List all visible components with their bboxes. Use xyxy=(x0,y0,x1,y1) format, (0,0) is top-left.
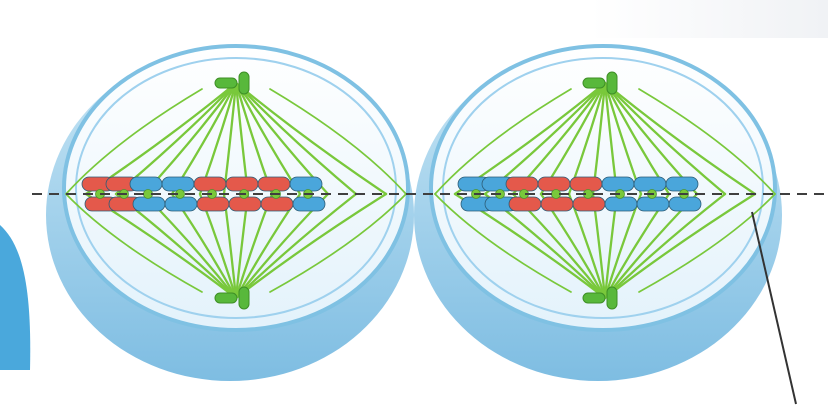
chromatid xyxy=(604,196,638,212)
spindle-fiber xyxy=(603,81,727,196)
centrosome-centriole xyxy=(238,286,250,310)
left-chromosomes xyxy=(81,176,326,212)
chromatid xyxy=(508,196,542,212)
chromatid xyxy=(668,196,702,212)
chromatid xyxy=(260,196,294,212)
centrosome-centriole xyxy=(214,77,238,89)
spindle-fiber xyxy=(434,193,572,293)
centrosome-centriole xyxy=(606,71,618,95)
spindle-fiber xyxy=(434,88,572,195)
centrosome-centriole xyxy=(606,286,618,310)
centrosome-centriole xyxy=(582,77,606,89)
left-centrosome-bottom xyxy=(214,286,250,310)
chromatid xyxy=(537,176,571,192)
spindle-fiber xyxy=(234,81,388,196)
pointer-line xyxy=(751,211,797,405)
chromatid xyxy=(164,196,198,212)
spindle-fiber xyxy=(603,192,727,300)
spindle-fiber xyxy=(603,192,757,300)
spindle-fiber xyxy=(269,88,407,195)
chromatid xyxy=(601,176,635,192)
right-centrosome-bottom xyxy=(582,286,618,310)
centrosome-centriole xyxy=(238,71,250,95)
left-cell xyxy=(46,44,414,381)
chromatid xyxy=(196,196,230,212)
chromatid xyxy=(225,176,259,192)
chromatid xyxy=(132,196,166,212)
chromatid xyxy=(129,176,163,192)
spindle-fiber xyxy=(65,193,203,293)
chromatid xyxy=(505,176,539,192)
spindle-fiber xyxy=(638,193,776,293)
chromatid xyxy=(228,196,262,212)
spindle-fiber xyxy=(65,88,203,195)
chromatid xyxy=(257,176,291,192)
chromatid xyxy=(569,176,603,192)
right-chromosomes xyxy=(457,176,702,212)
centrosome-centriole xyxy=(582,292,606,304)
chromatid xyxy=(193,176,227,192)
right-cell xyxy=(414,44,782,381)
right-cell-inner-rim xyxy=(442,57,764,319)
chromatid xyxy=(540,196,574,212)
chromatid xyxy=(292,196,326,212)
spindle-fiber xyxy=(234,192,388,300)
spindle-fiber xyxy=(603,81,757,196)
left-cell-inner-rim xyxy=(75,57,397,319)
chromatid xyxy=(636,196,670,212)
top-band xyxy=(590,0,828,38)
right-centrosome-top xyxy=(582,71,618,95)
chromatid xyxy=(161,176,195,192)
spindle-fiber xyxy=(269,193,407,293)
side-arc xyxy=(0,225,31,370)
centrosome-centriole xyxy=(214,292,238,304)
spindle-fiber xyxy=(638,88,776,195)
left-centrosome-top xyxy=(214,71,250,95)
chromatid xyxy=(633,176,667,192)
spindle-fiber xyxy=(234,81,358,196)
chromatid xyxy=(289,176,323,192)
chromatid xyxy=(572,196,606,212)
chromatid xyxy=(665,176,699,192)
spindle-fiber xyxy=(234,192,358,300)
